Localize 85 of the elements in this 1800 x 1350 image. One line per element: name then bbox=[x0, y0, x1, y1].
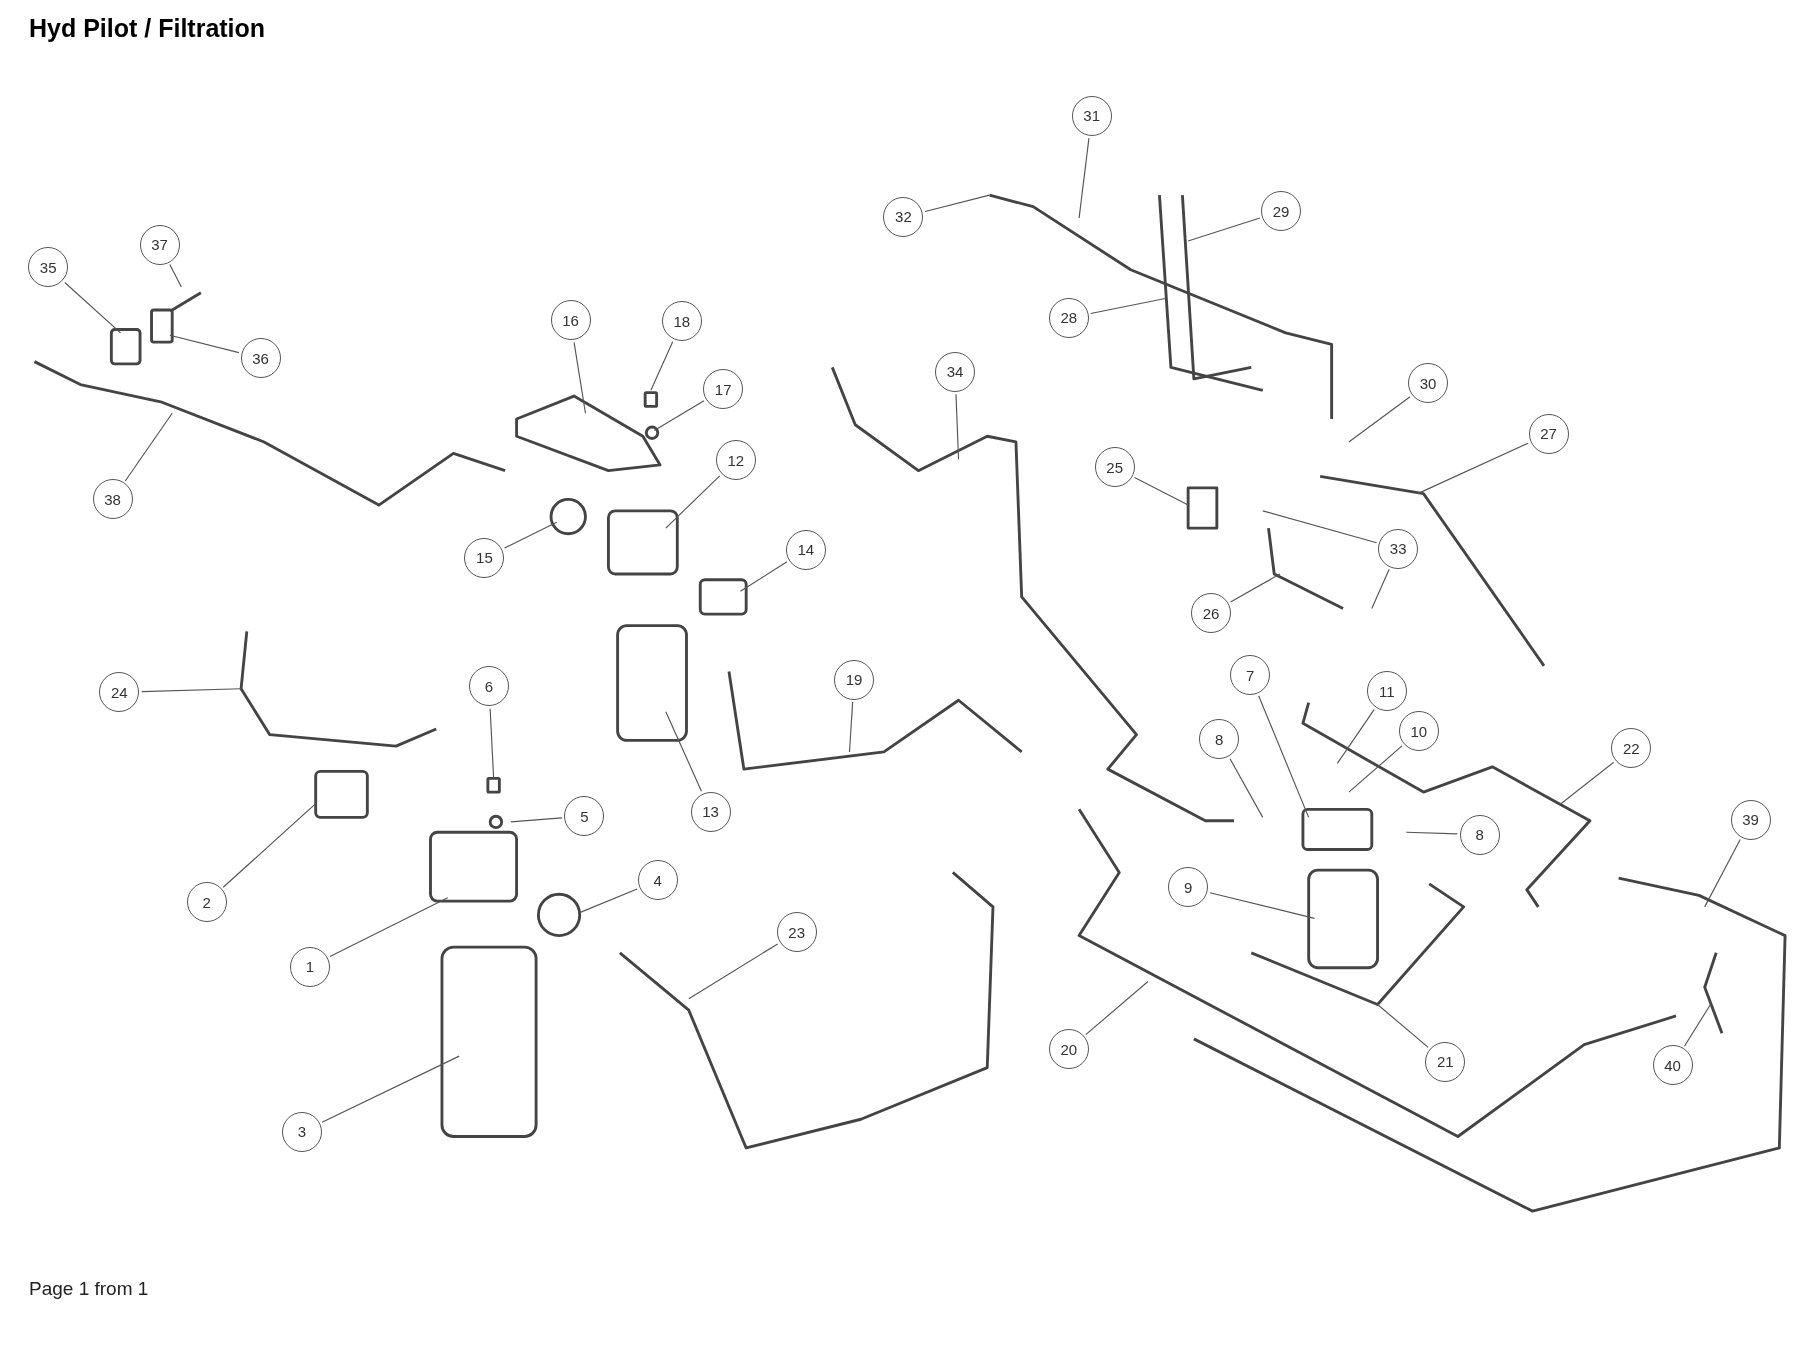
callout-number: 30 bbox=[1408, 363, 1449, 404]
callout-number: 14 bbox=[785, 529, 826, 570]
callout-number: 20 bbox=[1048, 1029, 1089, 1070]
leader-line bbox=[1229, 758, 1264, 818]
callout-number: 29 bbox=[1261, 191, 1302, 232]
leader-line bbox=[1405, 831, 1458, 835]
callout-number: 40 bbox=[1652, 1045, 1693, 1086]
leader-line bbox=[924, 194, 991, 213]
callout-number: 11 bbox=[1366, 671, 1407, 712]
callout-number: 18 bbox=[661, 301, 702, 342]
leader-line bbox=[573, 341, 587, 414]
leader-line bbox=[1090, 297, 1166, 315]
callout-number: 32 bbox=[883, 196, 924, 237]
callout-number: 17 bbox=[703, 369, 744, 410]
callout-number: 5 bbox=[564, 796, 605, 837]
callout-number: 23 bbox=[776, 912, 817, 953]
leader-line bbox=[510, 817, 563, 823]
leader-line bbox=[1230, 573, 1281, 603]
leader-line bbox=[1258, 695, 1310, 818]
leader-line bbox=[503, 521, 558, 549]
diagram-title: Hyd Pilot / Filtration bbox=[29, 14, 266, 43]
leader-line bbox=[955, 393, 960, 460]
leader-line bbox=[329, 897, 449, 958]
leader-line bbox=[1262, 510, 1378, 544]
leader-line bbox=[64, 281, 122, 334]
callout-number: 7 bbox=[1230, 655, 1271, 695]
leader-line bbox=[1704, 838, 1741, 908]
leader-line bbox=[1348, 745, 1403, 793]
leader-line bbox=[1187, 217, 1261, 242]
callout-number: 8 bbox=[1199, 719, 1240, 760]
leader-line bbox=[1417, 442, 1529, 495]
leader-line bbox=[321, 1055, 460, 1123]
callout-number: 33 bbox=[1378, 528, 1419, 569]
callout-number: 22 bbox=[1611, 728, 1652, 769]
callout-number: 6 bbox=[469, 666, 509, 707]
leader-line bbox=[653, 400, 705, 432]
callout-number: 10 bbox=[1398, 711, 1439, 752]
callout-number: 27 bbox=[1528, 413, 1569, 454]
leader-line bbox=[665, 475, 721, 529]
leader-line bbox=[169, 263, 182, 288]
callout-number: 21 bbox=[1425, 1041, 1466, 1082]
callout-number: 8 bbox=[1459, 814, 1500, 855]
page-footer: Page 1 from 1 bbox=[29, 1278, 149, 1300]
leader-line bbox=[1348, 396, 1411, 443]
leader-line bbox=[665, 711, 702, 792]
leader-line bbox=[1376, 1003, 1429, 1048]
callout-number: 12 bbox=[715, 440, 756, 481]
callout-number: 35 bbox=[28, 247, 69, 288]
leader-line bbox=[1078, 137, 1090, 219]
callout-number: 38 bbox=[92, 479, 133, 520]
leader-line bbox=[1683, 1003, 1712, 1047]
callout-number: 39 bbox=[1730, 799, 1771, 840]
leader-line bbox=[1371, 568, 1390, 609]
callout-number: 13 bbox=[690, 791, 731, 832]
callout-number: 37 bbox=[139, 224, 180, 265]
callout-number: 31 bbox=[1071, 95, 1112, 136]
leader-line bbox=[1209, 892, 1315, 919]
callout-number: 36 bbox=[240, 338, 281, 379]
leader-line bbox=[1560, 761, 1615, 805]
callout-number: 9 bbox=[1168, 867, 1209, 908]
leader-line bbox=[650, 341, 674, 391]
callout-number: 28 bbox=[1048, 298, 1089, 338]
leader-line bbox=[579, 888, 638, 914]
callout-number: 34 bbox=[935, 351, 976, 392]
leader-line bbox=[222, 803, 317, 888]
callout-number: 4 bbox=[637, 860, 678, 901]
leader-line bbox=[489, 708, 495, 779]
leader-line bbox=[688, 943, 779, 1000]
callout-number: 19 bbox=[834, 659, 875, 700]
leader-line bbox=[739, 561, 788, 592]
leader-line bbox=[1085, 980, 1149, 1036]
callout-number: 25 bbox=[1094, 447, 1135, 488]
leader-line bbox=[848, 701, 854, 753]
callout-number: 16 bbox=[550, 300, 591, 341]
callout-number: 2 bbox=[186, 882, 227, 923]
callout-number: 15 bbox=[464, 537, 505, 578]
leader-line bbox=[169, 334, 240, 354]
leader-line bbox=[1336, 709, 1375, 764]
callout-number: 1 bbox=[289, 946, 330, 987]
callout-number: 26 bbox=[1191, 593, 1232, 633]
leader-line bbox=[1134, 476, 1189, 506]
callout-number: 3 bbox=[281, 1111, 322, 1152]
leader-line bbox=[124, 412, 173, 482]
callout-number: 24 bbox=[99, 672, 140, 713]
leader-line bbox=[141, 688, 242, 693]
